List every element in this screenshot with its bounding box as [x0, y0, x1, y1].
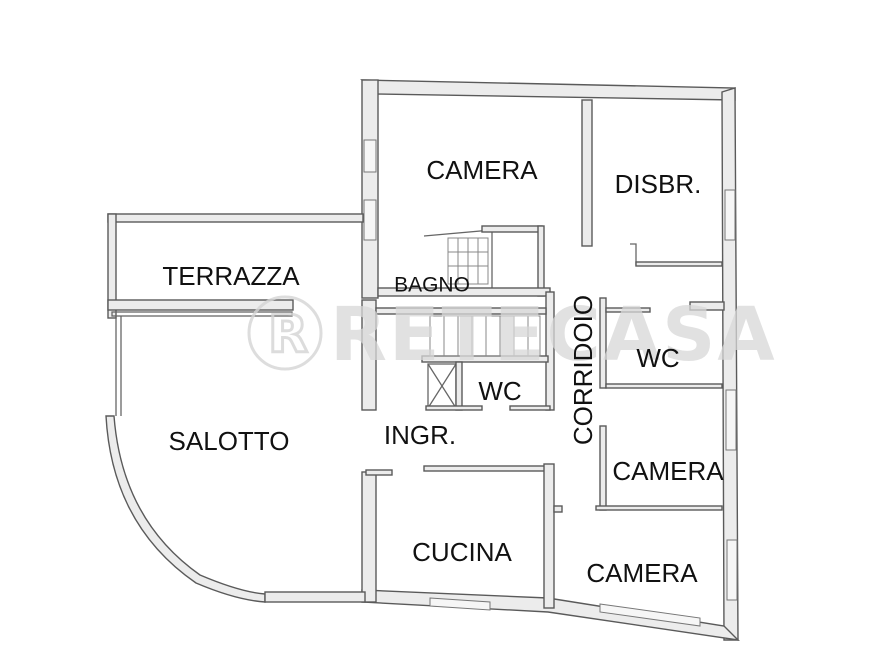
room-label-ingr: INGR. [384, 420, 456, 450]
watermark-text: RETECASA [330, 292, 777, 378]
room-label-bagno: BAGNO [394, 274, 470, 297]
room-label-terrazza: TERRAZZA [162, 261, 300, 291]
room-labels: CAMERA DISBR. TERRAZZA BAGNO WC WC SALOT… [162, 155, 724, 588]
room-label-cucina: CUCINA [412, 537, 512, 567]
room-label-disbr: DISBR. [615, 169, 702, 199]
watermark-logo-icon [247, 295, 323, 371]
room-label-salotto: SALOTTO [169, 426, 290, 456]
outer-walls [360, 79, 740, 642]
interior-walls [365, 99, 725, 609]
retecasa-watermark: R RETECASA [247, 292, 777, 378]
room-label-wc-1: WC [636, 343, 679, 373]
room-label-camera-3: CAMERA [586, 558, 698, 588]
room-label-camera-1: CAMERA [426, 155, 538, 185]
terrazza-area [107, 213, 364, 319]
salotto-walls [105, 299, 377, 603]
watermark-logo-letter: R [268, 305, 308, 365]
room-label-wc-2: WC [478, 376, 521, 406]
room-label-camera-2: CAMERA [612, 456, 724, 486]
room-label-corridoio: CORRIDOIO [568, 295, 598, 445]
